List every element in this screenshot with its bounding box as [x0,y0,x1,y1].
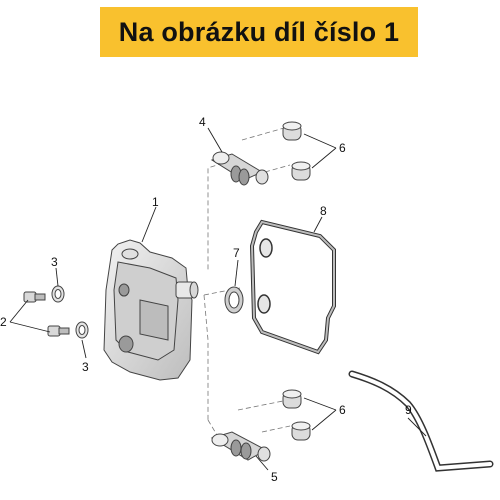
callout-5: 5 [271,470,278,484]
cover-gasket [249,219,336,355]
washer-lower [75,321,89,339]
callout-2: 2 [0,315,7,329]
callout-6-lower: 6 [339,403,346,417]
title-banner: Na obrázku díl číslo 1 [100,7,418,57]
breather-hose [348,370,494,472]
cap-lower-b [291,421,311,441]
callout-3-lower: 3 [82,360,89,374]
callout-4: 4 [199,115,206,129]
cap-upper-b [291,161,311,181]
callout-9: 9 [405,403,412,417]
bolt-lower [47,325,70,337]
callout-1: 1 [152,195,159,209]
callout-6-upper: 6 [339,141,346,155]
leader-lines [9,127,427,471]
callout-3-upper: 3 [51,255,58,269]
spark-plug-tube-upper [210,151,269,186]
banner-title: Na obrázku díl číslo 1 [118,16,400,47]
o-ring [224,286,244,314]
bolt-upper [23,291,46,303]
spark-plug-tube-lower [210,431,271,462]
cap-lower-a [282,389,302,409]
cap-upper-a [282,121,302,141]
callout-7: 7 [233,246,240,260]
cylinder-head-cover [103,239,199,381]
callout-8: 8 [320,204,327,218]
washer-upper [51,285,65,303]
